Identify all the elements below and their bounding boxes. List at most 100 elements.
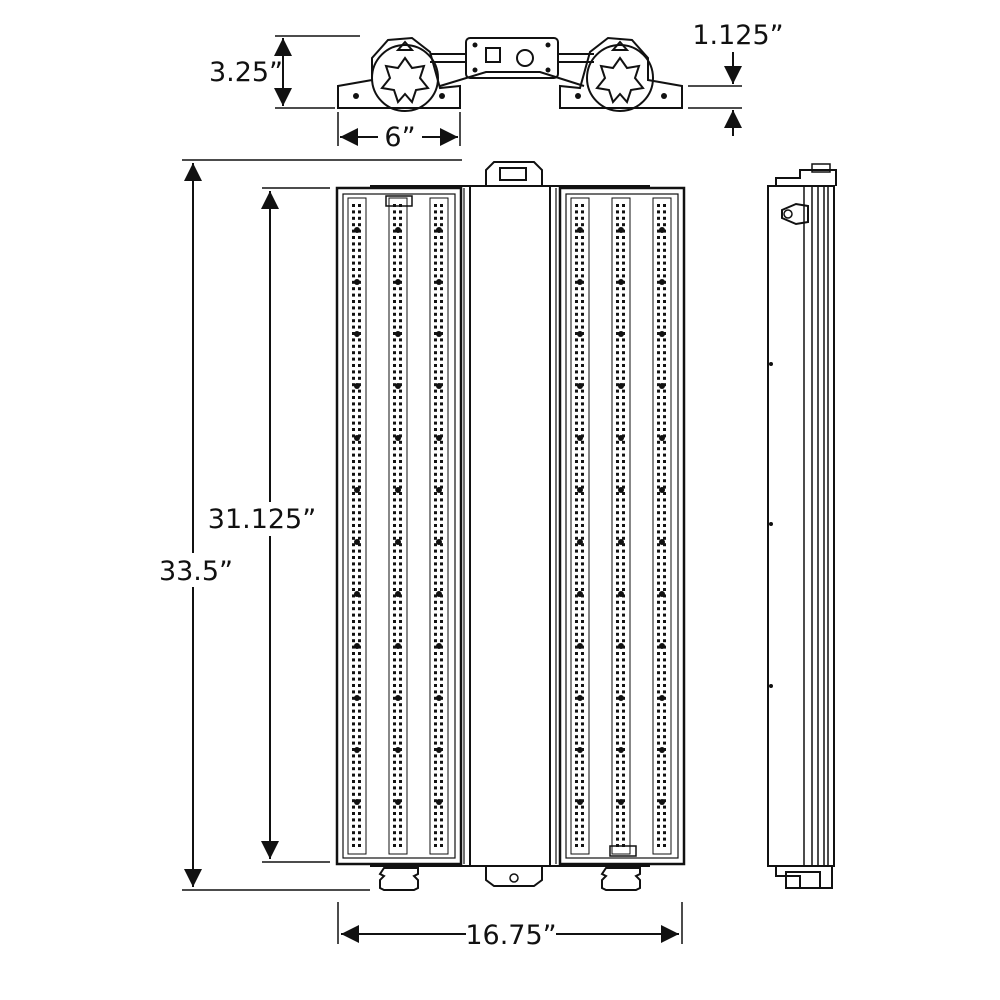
led-chip xyxy=(616,626,619,630)
led-chip xyxy=(622,485,625,489)
led-chip xyxy=(434,287,437,291)
led-chip xyxy=(399,498,402,502)
led-chip xyxy=(399,370,402,374)
led-chip xyxy=(358,773,361,777)
led-chip xyxy=(575,799,578,803)
led-chip xyxy=(434,421,437,425)
led-chip xyxy=(399,325,402,329)
led-chip xyxy=(657,338,660,342)
led-chip xyxy=(616,236,619,239)
led-screw xyxy=(436,643,442,649)
led-screw xyxy=(577,435,583,441)
led-chip xyxy=(399,620,402,623)
led-chip xyxy=(616,696,619,700)
led-chip xyxy=(622,511,625,515)
led-screw xyxy=(395,799,401,805)
led-chip xyxy=(393,504,396,508)
led-chip xyxy=(358,223,361,227)
led-chip xyxy=(616,620,619,623)
led-chip xyxy=(575,261,578,265)
led-chip xyxy=(616,396,619,399)
led-chip xyxy=(616,223,619,227)
led-chip xyxy=(616,421,619,425)
led-screw xyxy=(577,279,583,285)
led-chip xyxy=(575,293,578,297)
led-chip xyxy=(434,600,437,604)
led-chip xyxy=(581,524,584,527)
led-chip xyxy=(581,485,584,489)
led-chip xyxy=(581,664,584,668)
led-chip xyxy=(352,524,355,527)
led-chip xyxy=(434,325,437,329)
led-chip xyxy=(352,594,355,598)
led-chip xyxy=(434,709,437,713)
led-screw xyxy=(395,227,401,233)
led-chip xyxy=(440,351,443,355)
led-chip xyxy=(616,498,619,502)
led-chip xyxy=(616,229,619,233)
led-chip xyxy=(657,325,660,329)
led-chip xyxy=(352,325,355,329)
led-screw xyxy=(354,591,360,597)
led-chip xyxy=(581,312,584,316)
led-chip xyxy=(434,684,437,687)
led-chip xyxy=(622,735,625,739)
led-chip xyxy=(399,690,402,694)
led-chip xyxy=(663,543,666,547)
led-chip xyxy=(575,741,578,745)
led-chip xyxy=(434,319,437,323)
led-chip xyxy=(616,799,619,803)
led-strip-column xyxy=(570,197,590,855)
led-chip xyxy=(399,536,402,540)
led-chip xyxy=(575,543,578,547)
led-chip xyxy=(434,844,437,847)
led-chip xyxy=(657,626,660,630)
led-chip xyxy=(657,357,660,361)
led-chip xyxy=(657,376,660,380)
led-chip xyxy=(358,530,361,534)
led-chip xyxy=(393,332,396,335)
led-chip xyxy=(622,837,625,841)
led-chip xyxy=(575,440,578,444)
led-chip xyxy=(657,562,660,566)
led-chip xyxy=(393,575,396,579)
led-chip xyxy=(575,325,578,329)
led-chip xyxy=(575,248,578,252)
led-chip xyxy=(434,575,437,579)
led-chip xyxy=(393,428,396,431)
led-chip xyxy=(434,812,437,815)
led-chip xyxy=(440,492,443,495)
led-chip xyxy=(434,300,437,303)
led-chip xyxy=(622,722,625,726)
led-chip xyxy=(434,805,437,809)
led-chip xyxy=(358,492,361,495)
led-chip xyxy=(663,498,666,502)
led-chip xyxy=(434,402,437,406)
led-chip xyxy=(358,754,361,758)
led-screw xyxy=(436,487,442,493)
led-screw xyxy=(659,279,665,285)
front-view-fixture xyxy=(335,161,686,891)
led-chip xyxy=(440,255,443,259)
led-chip xyxy=(358,703,361,707)
led-chip xyxy=(358,767,361,771)
led-chip xyxy=(657,223,660,227)
led-chip xyxy=(358,421,361,425)
led-strip-column xyxy=(429,197,449,855)
led-chip xyxy=(399,415,402,419)
led-chip xyxy=(352,255,355,259)
led-chip xyxy=(440,261,443,265)
led-chip xyxy=(393,799,396,803)
led-chip xyxy=(657,530,660,534)
led-chip xyxy=(393,421,396,425)
led-chip xyxy=(440,376,443,380)
led-chip xyxy=(434,594,437,598)
led-chip xyxy=(434,479,437,483)
led-chip xyxy=(616,716,619,719)
led-chip xyxy=(616,306,619,310)
led-chip xyxy=(581,767,584,771)
led-chip xyxy=(616,728,619,732)
led-chip xyxy=(393,370,396,374)
led-chip xyxy=(581,402,584,406)
led-chip xyxy=(399,530,402,534)
